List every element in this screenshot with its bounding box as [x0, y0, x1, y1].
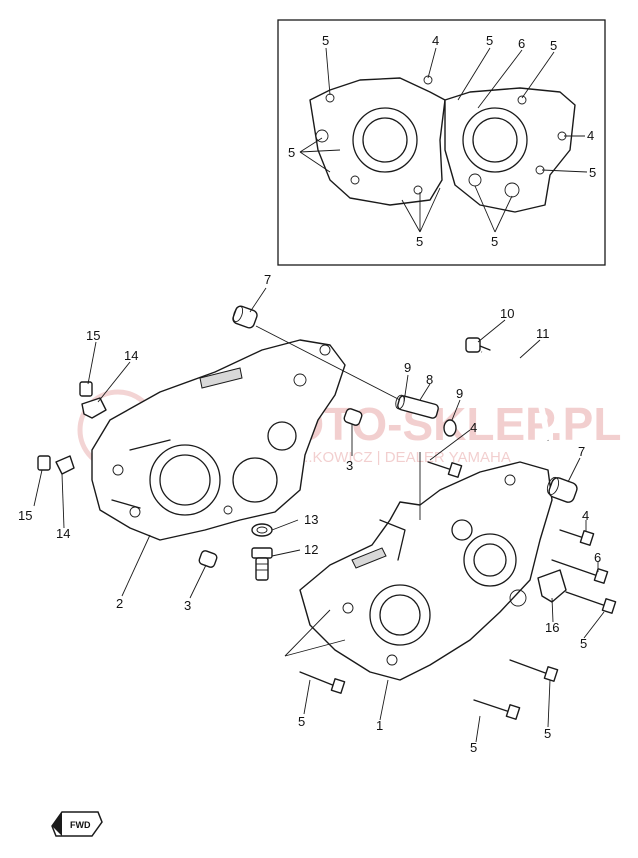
callout-top-4b: 4: [587, 128, 594, 143]
callout-top-5a: 5: [322, 33, 329, 48]
callout-15-top: 15: [86, 328, 100, 343]
bracket-16: [537, 569, 567, 603]
callout-9-right: 9: [456, 386, 463, 401]
callout-15-bot: 15: [18, 508, 32, 523]
callout-top-5bl: 5: [416, 234, 423, 249]
callouts: 5 4 5 6 5 4 5 5 5 5 7 15 14 15 14 2 3 3 …: [18, 33, 601, 755]
callout-top-5b: 5: [486, 33, 493, 48]
bolt-4-upper: [427, 461, 463, 478]
bushing-7-left: [232, 305, 258, 329]
bolt-5-right-2: [509, 659, 559, 682]
callout-8: 8: [426, 372, 433, 387]
bolt-5-right-1: [565, 591, 617, 614]
bolt-6-right: [551, 559, 609, 584]
callout-6: 6: [594, 550, 601, 565]
clamp-14-top: [81, 397, 107, 419]
fwd-arrow-icon: FWD: [51, 811, 103, 837]
inset-crankcase-top-view: [309, 75, 576, 213]
callout-14-bot: 14: [56, 526, 70, 541]
o-ring-9-right: [443, 419, 457, 437]
bolt-15-bot: [37, 455, 51, 471]
breather-hose-11: [481, 349, 551, 441]
gasket-13: [251, 523, 273, 537]
right-crankcase-half: [299, 461, 553, 681]
callout-7-right: 7: [578, 444, 585, 459]
fwd-label: FWD: [70, 820, 91, 830]
callout-top-5left: 5: [288, 145, 295, 160]
clamp-14-bot: [55, 455, 75, 475]
callout-7-left: 7: [264, 272, 271, 287]
callout-3-low: 3: [184, 598, 191, 613]
callout-top-4a: 4: [432, 33, 439, 48]
callout-1: 1: [376, 718, 383, 733]
bolt-5-bottom: [473, 699, 521, 720]
callout-3-mid: 3: [346, 458, 353, 473]
dowel-3-low: [198, 550, 218, 568]
callout-top-5br: 5: [491, 234, 498, 249]
callout-5-r2: 5: [544, 726, 551, 741]
callout-4-right: 4: [582, 508, 589, 523]
left-crankcase-half: [91, 339, 346, 541]
callout-top-5d: 5: [589, 165, 596, 180]
bolt-5-left: [299, 671, 346, 694]
inset-leaders: [299, 47, 588, 233]
bolt-15-top: [79, 381, 93, 397]
callout-12: 12: [304, 542, 318, 557]
bolt-4-right: [559, 529, 595, 546]
bushing-7-right: [546, 476, 578, 503]
callout-10: 10: [500, 306, 514, 321]
leader-lines: [33, 287, 605, 743]
callout-top-5c: 5: [550, 38, 557, 53]
callout-5-bot: 5: [470, 740, 477, 755]
callout-top-6: 6: [518, 36, 525, 51]
dowel-3-mid: [343, 408, 363, 426]
callout-9-left: 9: [404, 360, 411, 375]
callout-16: 16: [545, 620, 559, 635]
callout-4-upper: 4: [470, 420, 477, 435]
callout-14-top: 14: [124, 348, 138, 363]
collar-8: [395, 394, 439, 419]
callout-2: 2: [116, 596, 123, 611]
callout-5-left: 5: [298, 714, 305, 729]
drain-bolt-12: [251, 547, 273, 581]
callout-11: 11: [536, 326, 550, 341]
hose-joint-10: [465, 337, 491, 353]
callout-5-r1: 5: [580, 636, 587, 651]
inset-frame: [277, 19, 606, 266]
watermark-tagline: ...KOWICZ | DEALER YAMAHA: [300, 449, 511, 466]
callout-13: 13: [304, 512, 318, 527]
